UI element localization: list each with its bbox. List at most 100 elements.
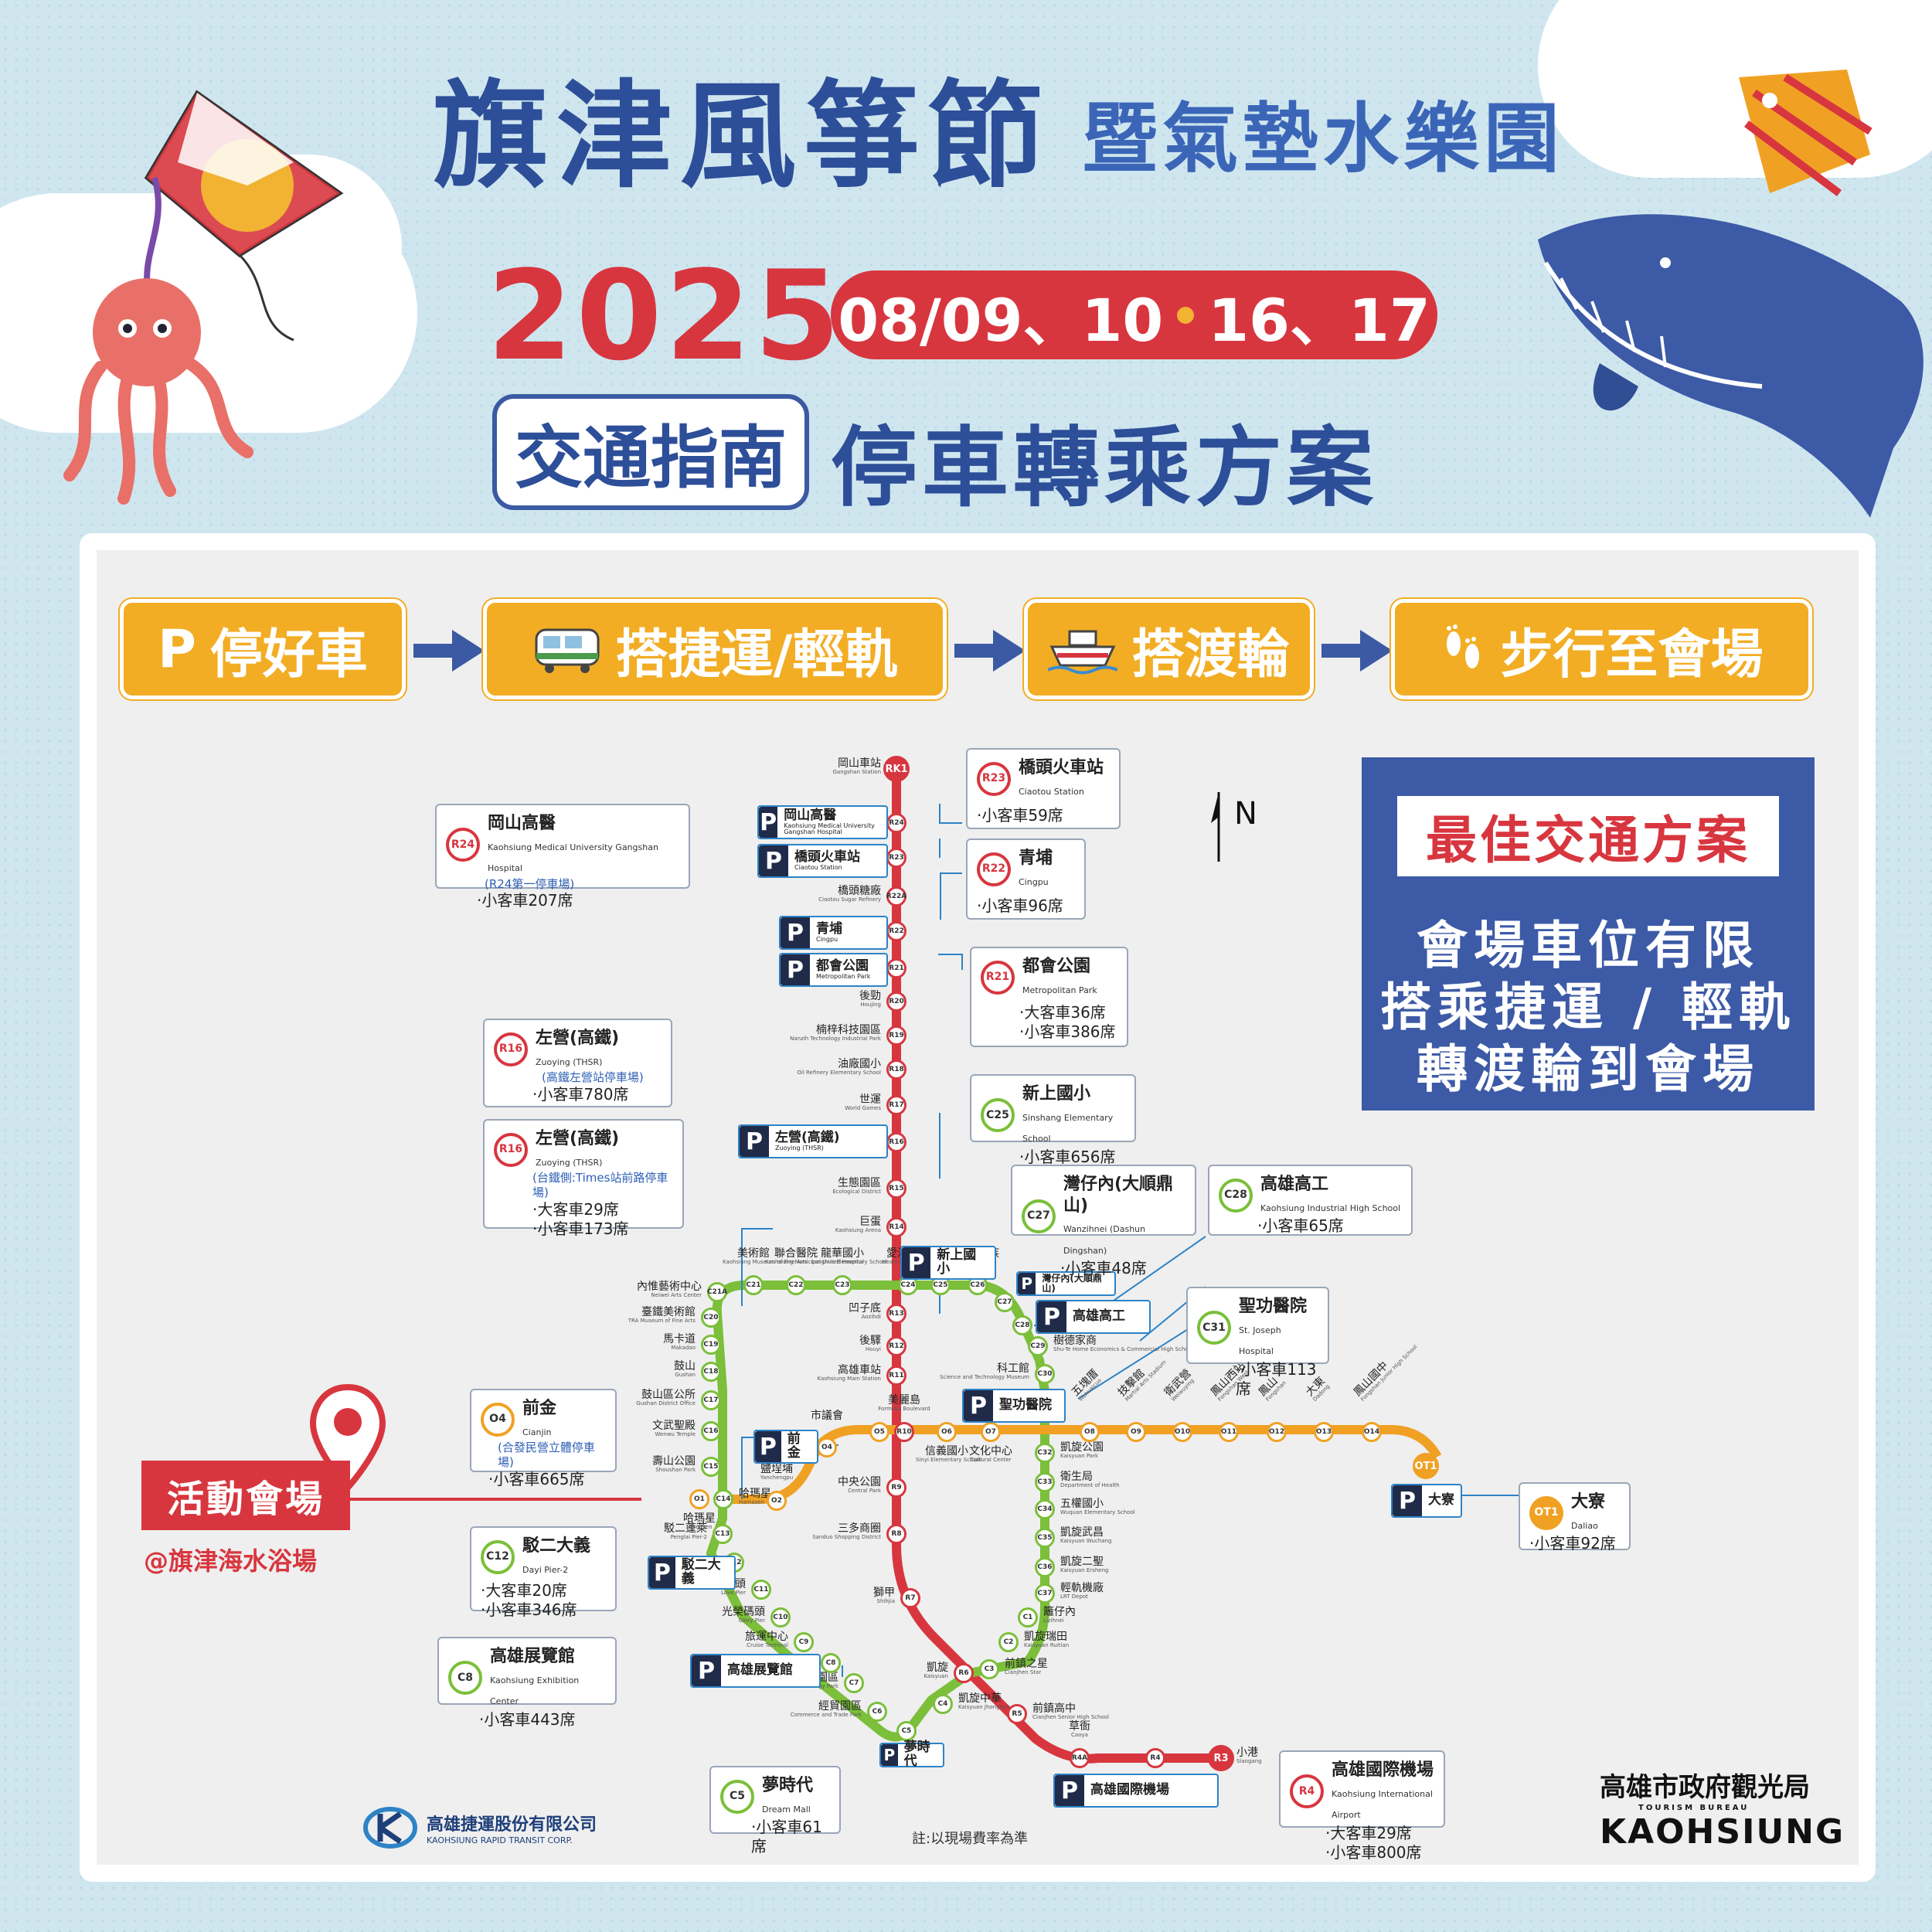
station-o8[interactable]: O8 [1080, 1422, 1100, 1442]
station-c21a[interactable]: C21A [707, 1282, 727, 1302]
parking-marker-sinshang[interactable]: P 新上國小 [900, 1246, 996, 1280]
station-r23[interactable]: R23 [886, 848, 906, 868]
station-c20[interactable]: C20 [701, 1308, 721, 1328]
station-c27[interactable]: C27 [995, 1292, 1015, 1312]
station-c13[interactable]: C13 [713, 1524, 733, 1544]
station-o1[interactable]: O1 [689, 1489, 709, 1509]
station-c5[interactable]: C5 [896, 1721, 917, 1741]
station-rk1[interactable]: RK1 [883, 756, 910, 782]
station-c17[interactable]: C17 [701, 1390, 721, 1410]
station-r19[interactable]: R19 [886, 1026, 906, 1046]
station-r16[interactable]: R16 [886, 1132, 906, 1152]
parking-marker-dayi[interactable]: P 駁二大義 [648, 1556, 736, 1590]
station-r7[interactable]: R7 [900, 1588, 920, 1608]
station-c10[interactable]: C10 [770, 1607, 791, 1628]
station-c19[interactable]: C19 [701, 1335, 721, 1355]
station-r18[interactable]: R18 [886, 1060, 906, 1080]
parking-marker-dream-mall[interactable]: P 夢時代 [879, 1740, 944, 1768]
station-r17[interactable]: R17 [886, 1095, 906, 1115]
station-r8[interactable]: R8 [886, 1524, 906, 1544]
parking-marker-daliao[interactable]: P 大寮 [1391, 1484, 1462, 1518]
station-o4[interactable]: O4 [817, 1437, 837, 1458]
station-ot1[interactable]: OT1 [1413, 1453, 1439, 1479]
station-c18[interactable]: C18 [701, 1362, 721, 1382]
station-c30[interactable]: C30 [1035, 1364, 1055, 1384]
station-c4[interactable]: C4 [933, 1694, 953, 1714]
station-c8[interactable]: C8 [821, 1653, 841, 1673]
parking-marker-wanzihnei[interactable]: P 灣仔內(大順鼎山) [1016, 1271, 1116, 1296]
station-r12[interactable]: R12 [886, 1336, 906, 1356]
parking-marker-st-joseph[interactable]: P 聖功醫院 [962, 1389, 1066, 1423]
station-o2[interactable]: O2 [767, 1491, 787, 1511]
station-r13[interactable]: R13 [886, 1304, 906, 1324]
station-o6[interactable]: O6 [937, 1422, 957, 1442]
station-c3[interactable]: C3 [979, 1659, 999, 1679]
station-r6[interactable]: R6 [954, 1663, 974, 1683]
station-r22a[interactable]: R22A [886, 886, 906, 906]
station-r5[interactable]: R5 [1007, 1704, 1027, 1724]
station-c1[interactable]: C1 [1018, 1607, 1038, 1628]
station-o7[interactable]: O7 [981, 1422, 1001, 1442]
station-r10[interactable]: R10 [894, 1422, 914, 1442]
station-c11[interactable]: C11 [751, 1580, 771, 1600]
station-c14[interactable]: C14 [713, 1489, 733, 1509]
station-c21[interactable]: C21 [743, 1275, 764, 1295]
station-o11[interactable]: O11 [1219, 1422, 1239, 1442]
station-r9[interactable]: R9 [886, 1478, 906, 1498]
station-o5[interactable]: O5 [869, 1422, 889, 1442]
station-r21[interactable]: R21 [886, 958, 906, 978]
station-c37[interactable]: C37 [1035, 1583, 1055, 1604]
station-c28[interactable]: C28 [1012, 1315, 1032, 1335]
station-o13[interactable]: O13 [1314, 1422, 1334, 1442]
station-r15[interactable]: R15 [886, 1179, 906, 1199]
station-c35[interactable]: C35 [1035, 1528, 1055, 1548]
station-c29[interactable]: C29 [1028, 1336, 1048, 1356]
parking-marker-airport[interactable]: P 高雄國際機場 [1053, 1774, 1219, 1808]
station-o10[interactable]: O10 [1172, 1422, 1192, 1442]
parking-marker-industrial-hs[interactable]: P 高雄高工 [1036, 1300, 1151, 1334]
station-o9[interactable]: O9 [1126, 1422, 1146, 1442]
station-c34[interactable]: C34 [1035, 1499, 1055, 1519]
station-c32[interactable]: C32 [1035, 1443, 1055, 1463]
station-c2[interactable]: C2 [998, 1632, 1019, 1652]
station-r22[interactable]: R22 [886, 921, 906, 941]
station-c22[interactable]: C22 [786, 1275, 806, 1295]
station-r4a[interactable]: R4A [1070, 1748, 1090, 1768]
station-r24[interactable]: R24 [886, 813, 906, 833]
station-c15[interactable]: C15 [701, 1457, 721, 1477]
station-c23[interactable]: C23 [832, 1275, 852, 1295]
station-c33[interactable]: C33 [1035, 1472, 1055, 1492]
station-r4[interactable]: R4 [1145, 1748, 1165, 1768]
station-c7[interactable]: C7 [844, 1673, 864, 1693]
station-c9[interactable]: C9 [794, 1632, 814, 1652]
parking-marker-zuoying[interactable]: P 左營(高鐵)Zuoying (THSR) [738, 1124, 888, 1158]
parking-marker-exhibition[interactable]: P 高雄展覽館 [690, 1654, 821, 1688]
parking-marker-cianjin[interactable]: P 前金 [753, 1430, 818, 1464]
station-c16[interactable]: C16 [701, 1421, 721, 1441]
station-o14[interactable]: O14 [1362, 1422, 1382, 1442]
station-r14[interactable]: R14 [886, 1217, 906, 1237]
station-c36[interactable]: C36 [1035, 1557, 1055, 1577]
station-r20[interactable]: R20 [886, 992, 906, 1012]
station-r3[interactable]: R3 [1208, 1745, 1234, 1771]
